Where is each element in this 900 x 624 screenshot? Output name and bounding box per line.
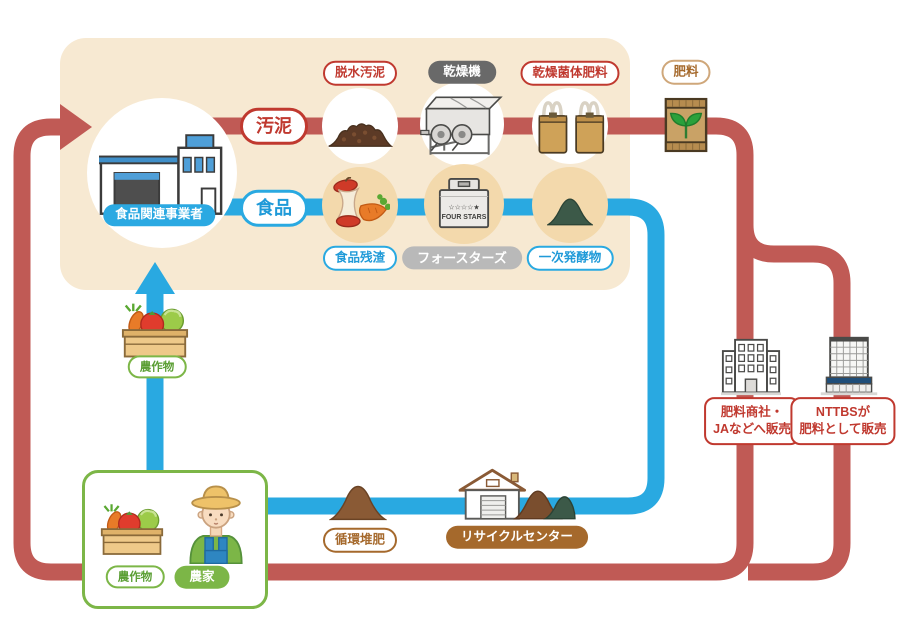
- fertilizer-trader-node: [721, 337, 781, 397]
- compost-node: [329, 484, 387, 521]
- nttbs-node: [817, 335, 881, 397]
- office-building-icon: [721, 338, 781, 396]
- factory-label: 食品関連事業者: [103, 204, 215, 226]
- recycle-center-node: [458, 466, 576, 523]
- nttbs-building-icon: [820, 336, 878, 396]
- four-stars-name-text: FOUR STARS: [442, 214, 487, 221]
- food-waste-icon: [333, 177, 390, 228]
- dewatered-sludge-label: 脱水汚泥: [322, 60, 398, 86]
- crops-top-node: [121, 303, 189, 359]
- red-loop-line: [13, 117, 754, 581]
- blue-arrowhead-icon: [135, 262, 175, 294]
- fermented-mound-icon: [547, 197, 593, 225]
- dried-fertilizer-label: 乾燥菌体肥料: [520, 60, 620, 86]
- food-flow-label: 食品: [240, 189, 308, 227]
- primary-fermented-node: [532, 167, 608, 243]
- red-branch-line: [736, 224, 851, 581]
- farm-crops-label: 農作物: [105, 565, 165, 589]
- farm-crops-node: [100, 504, 164, 556]
- fertilizer-trader-label-line1: 肥料商社・: [720, 405, 784, 420]
- crops-top-label: 農作物: [127, 355, 187, 379]
- sludge-pile-icon: [328, 122, 393, 147]
- fertilizer-bag-icon: [664, 97, 708, 153]
- compost-mound-icon: [329, 485, 387, 521]
- nttbs-label-line1: NTTBSが: [815, 405, 871, 420]
- recycle-center-label: リサイクルセンター: [446, 525, 588, 549]
- nttbs-label-line2: 肥料として販売: [799, 422, 887, 436]
- primary-fermented-label: 一次発酵物: [526, 245, 614, 271]
- food-residue-label: 食品残渣: [322, 245, 398, 271]
- farmer-label: 農家: [174, 565, 230, 589]
- four-stars-machine-icon: ☆☆☆☆★ FOUR STARS: [438, 178, 490, 229]
- red-arrowhead-icon: [60, 104, 92, 150]
- vegetable-crate-icon: [100, 504, 164, 555]
- vegetable-crate-icon: [121, 303, 189, 358]
- blue-loop-line: [162, 198, 665, 515]
- nttbs-label: NTTBSが 肥料として販売: [790, 397, 896, 445]
- recycle-center-icon: [458, 468, 576, 520]
- farmer-node: [183, 484, 249, 564]
- dewatered-sludge-node: [322, 88, 398, 164]
- fertilizer-label: 肥料: [661, 59, 711, 85]
- food-residue-node: [322, 167, 398, 243]
- four-stars-machine-node: ☆☆☆☆★ FOUR STARS: [424, 164, 504, 244]
- dryer-label: 乾燥機: [428, 60, 496, 84]
- dryer-machine-icon: [420, 96, 503, 155]
- four-stars-label: フォースターズ: [402, 246, 522, 270]
- fertilizer-trader-label: 肥料商社・ JAなどへ販売: [704, 397, 800, 445]
- sludge-flow-label: 汚泥: [240, 107, 308, 145]
- fertilizer-trader-label-line2: JAなどへ販売: [713, 422, 791, 436]
- fertilizer-bag-node: [663, 96, 709, 154]
- compost-label: 循環堆肥: [322, 527, 398, 553]
- four-stars-stars-text: ☆☆☆☆★: [448, 204, 479, 212]
- dried-fertilizer-node: [532, 88, 608, 164]
- fertilizer-bags-icon: [538, 100, 605, 154]
- dryer-node: [420, 82, 504, 166]
- farmer-icon: [189, 485, 243, 564]
